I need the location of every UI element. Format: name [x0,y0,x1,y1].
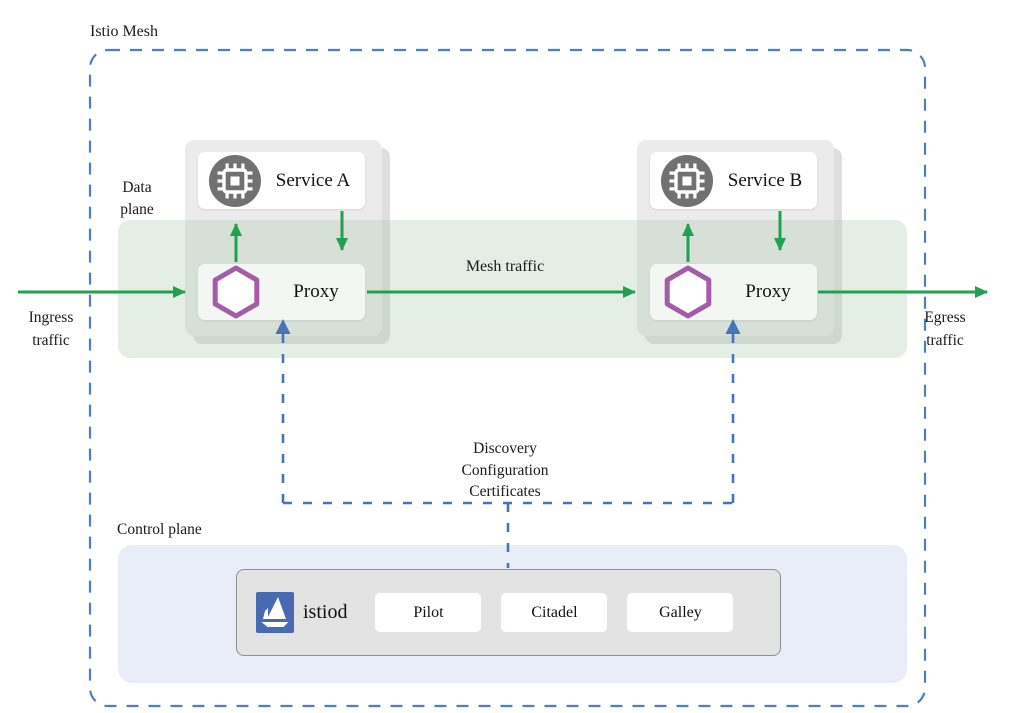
proxy-b-label: Proxy [745,281,791,302]
mesh-traffic-label: Mesh traffic [465,258,545,275]
sailboat-glyph [261,597,289,627]
component-galley: Galley [627,593,734,632]
sailboat-icon [256,592,294,633]
hexagon-icon [212,265,260,319]
istiod-box: istiod Pilot Citadel Galley [236,569,781,656]
ingress-traffic-label: Ingress traffic [28,309,74,349]
istiod-label: istiod [303,601,348,623]
component-citadel: Citadel [501,593,608,632]
service-b-proxy-box: Proxy [650,264,817,320]
hexagon-icon [664,265,712,319]
microchip-icon [661,154,713,207]
microchip-glyph [669,163,705,198]
component-pilot: Pilot [375,593,482,632]
service-a-proxy-box: Proxy [198,264,365,320]
diagram-title: Istio Mesh [90,23,158,40]
service-b-box: Service B [650,152,817,209]
data-plane-label: Data plane [120,179,154,218]
istiod-components: Pilot Citadel Galley [375,593,734,632]
proxy-a-label: Proxy [293,281,339,302]
control-plane-label: Control plane [117,521,202,538]
microchip-glyph [217,163,253,198]
microchip-icon [209,154,261,207]
control-flow-label: Discovery Configuration Certificates [461,440,549,500]
service-a-box: Service A [198,152,365,209]
service-b-label: Service B [727,169,803,191]
egress-traffic-label: Egress traffic [924,309,966,349]
service-a-label: Service A [275,169,351,191]
